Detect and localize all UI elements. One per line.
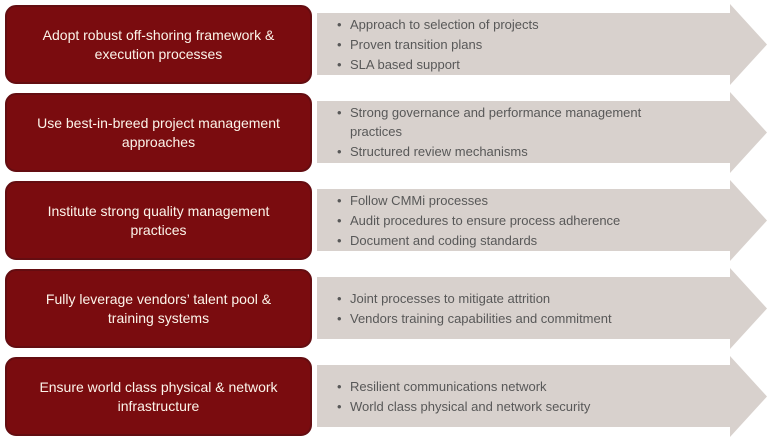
initiative-title: Ensure world class physical & network in…	[39, 378, 278, 414]
arrow-text-area: Joint processes to mitigate attritionVen…	[335, 277, 673, 339]
bullet-list: Strong governance and performance manage…	[335, 102, 673, 162]
bullet-item: Proven transition plans	[335, 35, 673, 54]
initiative-title: Fully leverage vendors’ talent pool & tr…	[45, 290, 272, 326]
bullet-item: Structured review mechanisms	[335, 142, 673, 161]
framework-row: Adopt robust off-shoring framework & exe…	[0, 3, 776, 86]
framework-row: Ensure world class physical & network in…	[0, 355, 776, 438]
initiative-title: Adopt robust off-shoring framework & exe…	[42, 26, 275, 62]
initiative-box: Fully leverage vendors’ talent pool & tr…	[5, 269, 312, 348]
arrow-text-area: Strong governance and performance manage…	[335, 101, 673, 163]
framework-row: Fully leverage vendors’ talent pool & tr…	[0, 267, 776, 350]
bullet-list: Joint processes to mitigate attritionVen…	[335, 288, 673, 329]
bullet-item: Resilient communications network	[335, 377, 673, 396]
initiative-box: Institute strong quality management prac…	[5, 181, 312, 260]
arrow-text-area: Approach to selection of projectsProven …	[335, 13, 673, 75]
bullet-item: Strong governance and performance manage…	[335, 103, 673, 141]
detail-arrow: Follow CMMi processesAudit procedures to…	[317, 179, 768, 262]
arrow-text-area: Follow CMMi processesAudit procedures to…	[335, 189, 673, 251]
initiative-box: Use best-in-breed project management app…	[5, 93, 312, 172]
arrow-text-area: Resilient communications networkWorld cl…	[335, 365, 673, 427]
detail-arrow: Joint processes to mitigate attritionVen…	[317, 267, 768, 350]
bullet-item: Approach to selection of projects	[335, 15, 673, 34]
bullet-list: Approach to selection of projectsProven …	[335, 14, 673, 75]
bullet-item: SLA based support	[335, 55, 673, 74]
bullet-list: Resilient communications networkWorld cl…	[335, 376, 673, 417]
framework-row: Use best-in-breed project management app…	[0, 91, 776, 174]
detail-arrow: Approach to selection of projectsProven …	[317, 3, 768, 86]
bullet-item: Audit procedures to ensure process adher…	[335, 211, 673, 230]
bullet-list: Follow CMMi processesAudit procedures to…	[335, 190, 673, 251]
detail-arrow: Resilient communications networkWorld cl…	[317, 355, 768, 438]
initiative-box: Adopt robust off-shoring framework & exe…	[5, 5, 312, 84]
bullet-item: Joint processes to mitigate attrition	[335, 289, 673, 308]
initiative-title: Use best-in-breed project management app…	[37, 114, 280, 150]
bullet-item: Follow CMMi processes	[335, 191, 673, 210]
bullet-item: Document and coding standards	[335, 231, 673, 250]
bullet-item: World class physical and network securit…	[335, 397, 673, 416]
initiative-box: Ensure world class physical & network in…	[5, 357, 312, 436]
detail-arrow: Strong governance and performance manage…	[317, 91, 768, 174]
framework-row: Institute strong quality management prac…	[0, 179, 776, 262]
initiative-title: Institute strong quality management prac…	[47, 202, 270, 238]
bullet-item: Vendors training capabilities and commit…	[335, 309, 673, 328]
